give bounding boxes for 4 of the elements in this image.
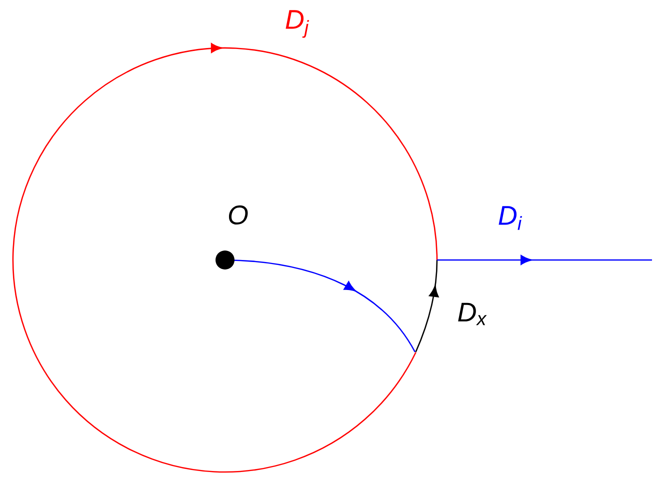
math-label: O — [228, 205, 248, 225]
math-label: D$_{j}$ — [286, 10, 310, 38]
math-label: D$_{i}$ — [498, 206, 522, 230]
math-label: D$_{x}$ — [458, 302, 487, 326]
